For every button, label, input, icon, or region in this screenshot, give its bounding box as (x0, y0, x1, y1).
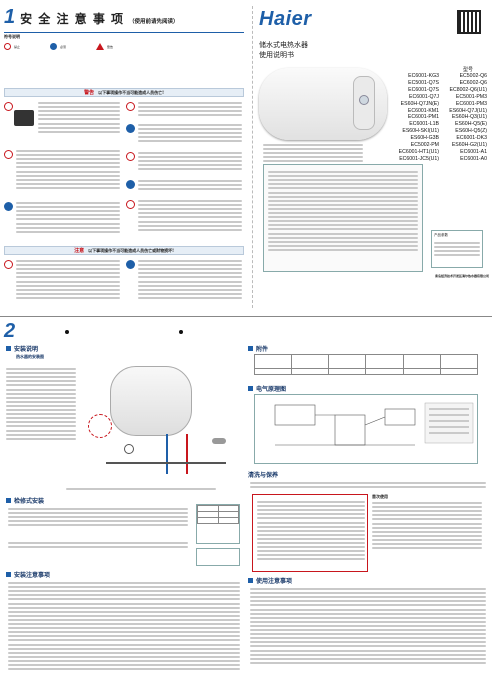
precautions-title: 安装注意事项 (14, 572, 51, 579)
warning-body (4, 100, 244, 240)
install-title: 安装说明 (14, 346, 39, 353)
pipe-hot (186, 434, 188, 474)
prohibit-icon (126, 200, 135, 209)
water-drop-icon (14, 110, 34, 126)
symbol-must: 必须 (60, 44, 67, 49)
symbol-warning: 警告 (107, 44, 114, 49)
page-title: 安 全 注 意 事 项 (20, 12, 125, 26)
bullet-dot (65, 329, 70, 334)
caution-text: 以下事项操作不当可能造成人员伤亡或财物损坏! (88, 247, 174, 253)
usage-text (250, 586, 486, 666)
precautions-text (8, 580, 240, 672)
first-use-right: 首次使用 (372, 494, 486, 572)
circuit-title: 电气原理图 (256, 386, 287, 393)
must-icon (126, 124, 135, 133)
brand-logo: Haier (259, 8, 312, 30)
safety-panel: 1 安 全 注 意 事 项 （使用前请先阅读） 符号说明 禁止 必须 警告 (4, 6, 249, 308)
prohibit-icon (126, 152, 135, 161)
page-number-2: 2 (4, 320, 16, 342)
inspect-title: 检修式安装 (14, 498, 45, 505)
inspect-diagram-2 (196, 548, 240, 566)
must-icon (126, 180, 135, 189)
inspect-note (8, 540, 188, 550)
warning-label: 警告 (84, 90, 95, 96)
wash-title: 清洗与保养 (248, 472, 279, 479)
install-diagram (6, 362, 242, 486)
page-2: 2 安装说明 热水器的安装图 检修式安装 安装注意事项 (0, 318, 492, 683)
manual-name: 使用说明书 (259, 51, 294, 59)
pipe-horizontal (106, 462, 226, 464)
page-number: 1 (4, 6, 16, 28)
first-use-box (252, 494, 368, 572)
install-note (66, 486, 216, 492)
prohibit-icon (126, 102, 135, 111)
page-1: 1 安 全 注 意 事 项 （使用前请先阅读） 符号说明 禁止 必须 警告 (0, 0, 492, 312)
bullet-dot (179, 329, 184, 334)
valve-icon (124, 444, 134, 454)
accessories-title: 附件 (256, 346, 269, 353)
spec-sheet (263, 164, 423, 272)
inspect-diagram (196, 504, 240, 544)
warning-text: 以下事项操作不当可能造成人员伤亡! (98, 89, 164, 95)
symbol-note-label: 符号说明 (4, 34, 20, 39)
cover-footer: 青岛经济技术开发区海尔热水器有限公司 (434, 274, 489, 278)
control-panel (353, 76, 375, 130)
product-params-label: 产品参数 (434, 233, 448, 237)
caution-label: 注意 (74, 248, 85, 254)
must-icon (4, 202, 13, 211)
circuit-svg (274, 402, 474, 446)
usage-title: 使用注意事项 (256, 578, 293, 585)
symbol-prohibit: 禁止 (14, 44, 21, 49)
callout-circle (88, 414, 112, 438)
install-sub: 热水器的安装图 (16, 354, 44, 359)
pipe-cold (166, 434, 168, 474)
qr-code (457, 10, 481, 34)
product-name: 储水式电热水器 (259, 41, 308, 49)
wash-text (250, 480, 486, 490)
prohibit-icon (4, 150, 13, 159)
prohibit-icon (4, 260, 13, 269)
accessories-table (253, 354, 479, 375)
shower-icon (212, 438, 226, 444)
page-subtitle: （使用前请先阅读） (129, 19, 179, 25)
must-icon (50, 43, 58, 50)
caution-body (4, 258, 244, 306)
inspect-text (8, 506, 188, 529)
prohibit-icon (4, 102, 13, 111)
first-use-label: 首次使用 (372, 494, 388, 499)
warning-triangle-icon (96, 43, 105, 50)
heater-image (259, 68, 387, 140)
circuit-diagram (254, 394, 478, 464)
prohibit-icon (4, 43, 11, 50)
cover-notice (263, 142, 363, 165)
heater-drawing (110, 366, 192, 436)
must-icon (126, 260, 135, 269)
model-label: 型号 (463, 67, 474, 73)
product-params-box: 产品参数 (431, 230, 483, 268)
